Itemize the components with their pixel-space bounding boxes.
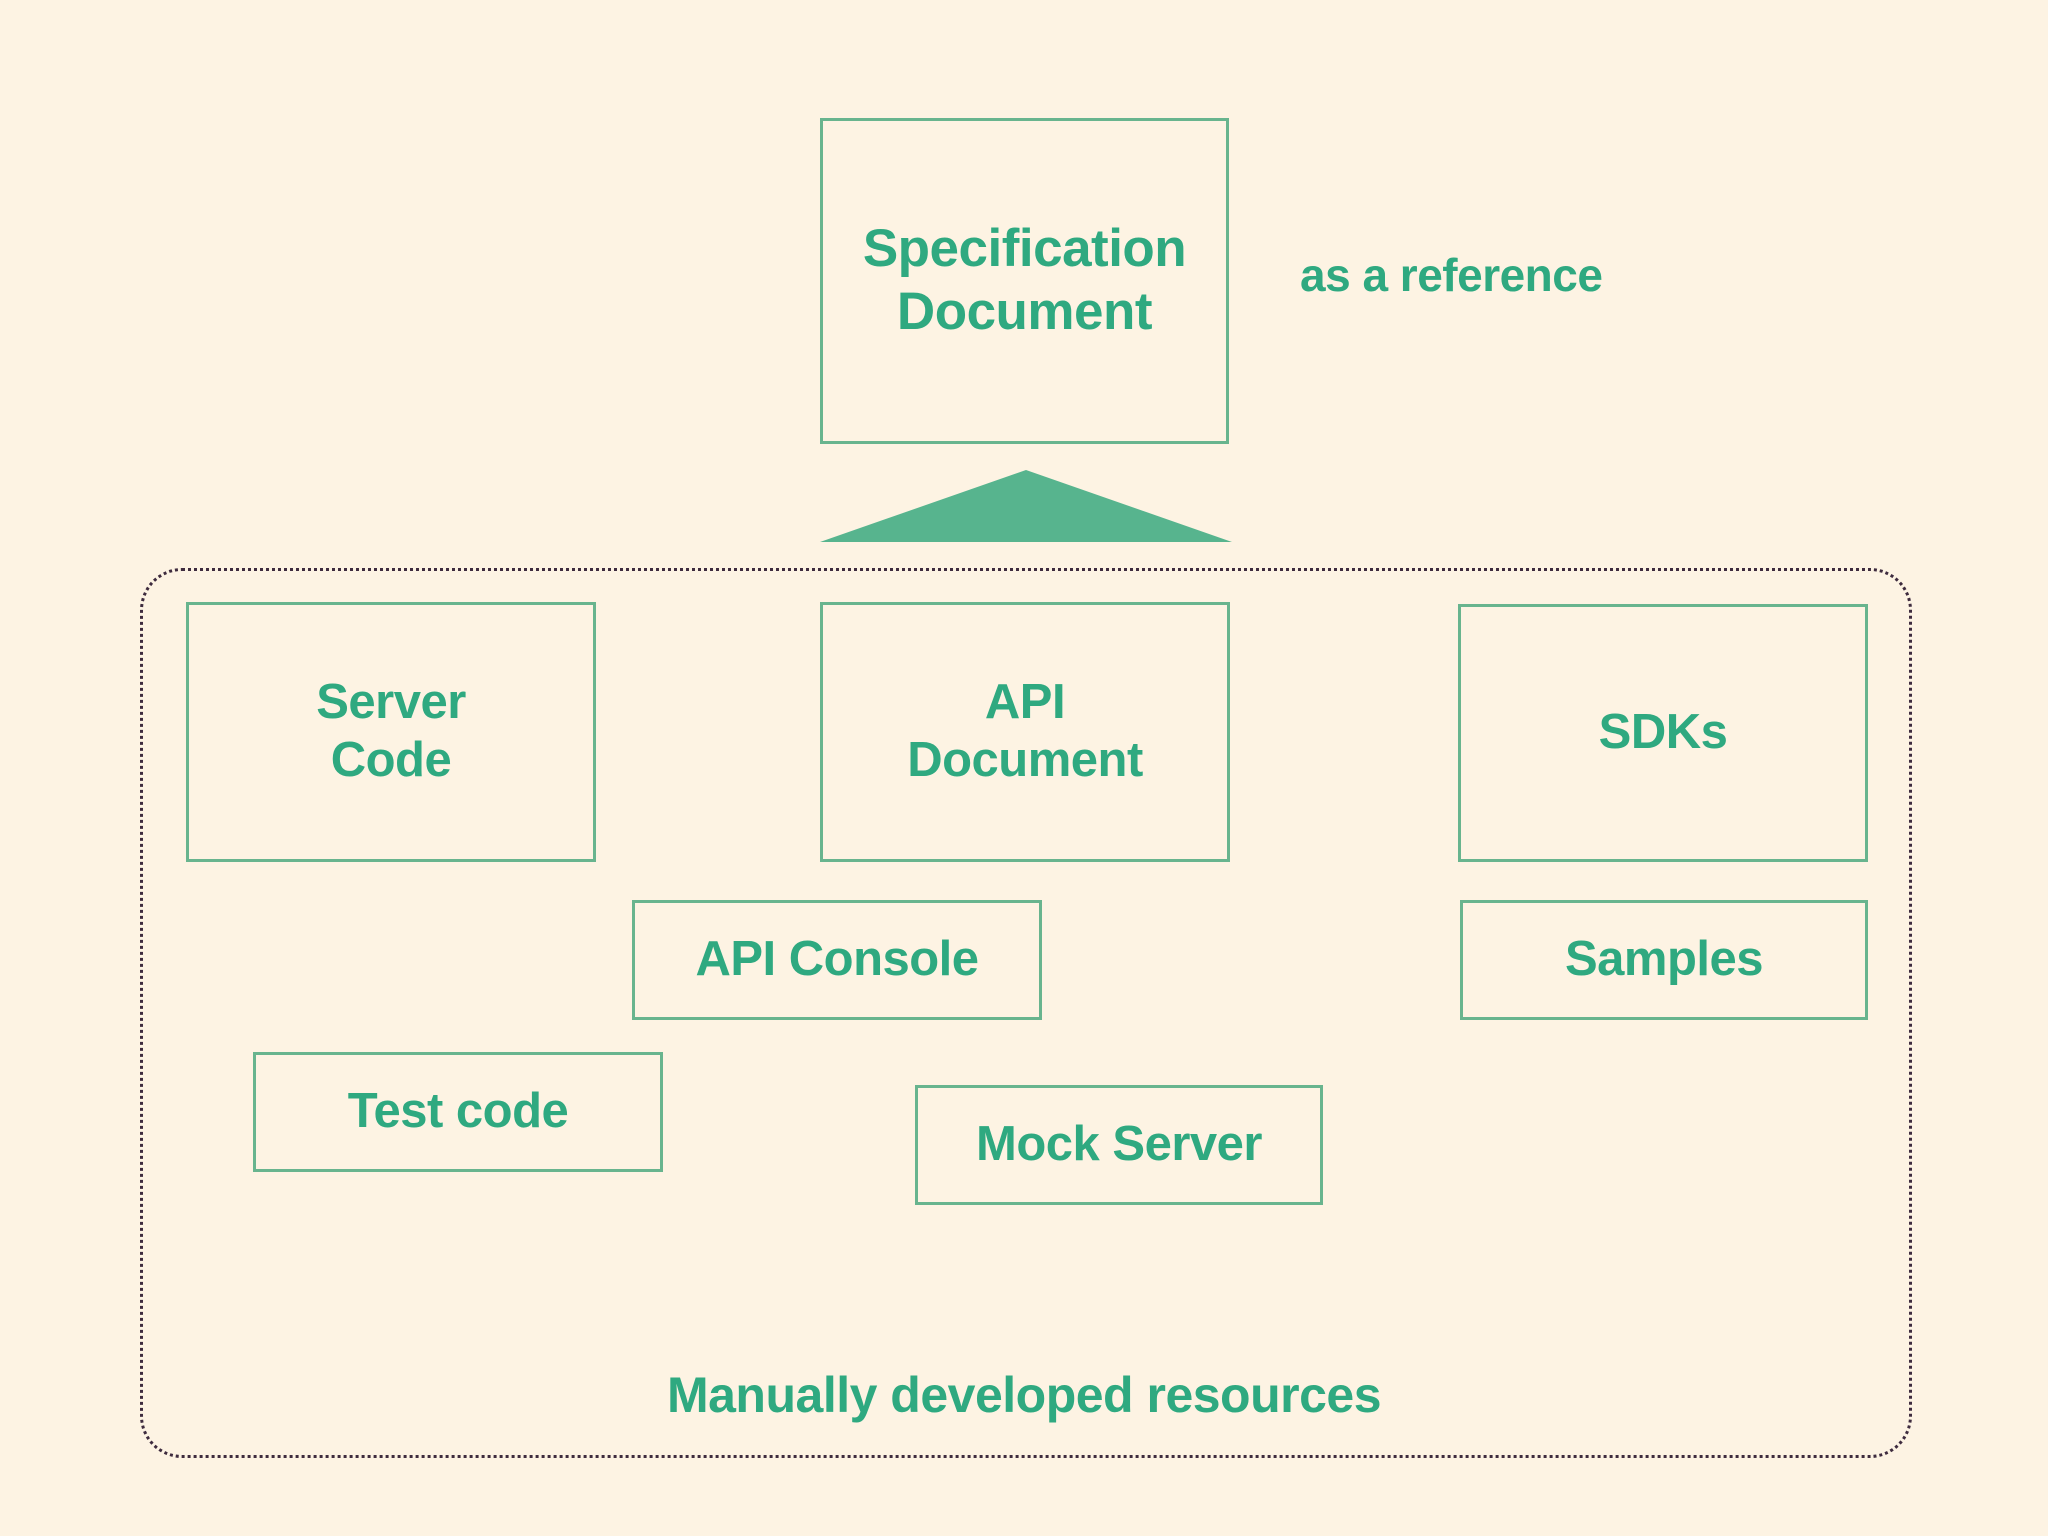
node-api-document-label: API Document	[907, 675, 1143, 787]
node-api-console: API Console	[632, 900, 1042, 1020]
node-server-code: Server Code	[186, 602, 596, 862]
specification-document-box: Specification Document	[820, 118, 1229, 444]
specification-document-label: Specification Document	[862, 219, 1187, 341]
node-mock-server-label: Mock Server	[976, 1117, 1262, 1172]
manually-developed-resources-container	[140, 568, 1912, 1458]
up-arrow-icon	[820, 470, 1232, 542]
node-api-document: API Document	[820, 602, 1230, 862]
node-mock-server: Mock Server	[915, 1085, 1323, 1205]
as-a-reference-label: as a reference	[1300, 249, 1603, 301]
node-test-code: Test code	[253, 1052, 663, 1172]
node-sdks-label: SDKs	[1598, 705, 1728, 760]
node-samples: Samples	[1460, 900, 1868, 1020]
node-test-code-label: Test code	[347, 1084, 569, 1139]
node-samples-label: Samples	[1564, 932, 1764, 987]
node-sdks: SDKs	[1458, 604, 1868, 862]
manually-developed-resources-label: Manually developed resources	[666, 1367, 1382, 1423]
node-api-console-label: API Console	[695, 932, 979, 987]
node-server-code-label: Server Code	[316, 675, 466, 787]
